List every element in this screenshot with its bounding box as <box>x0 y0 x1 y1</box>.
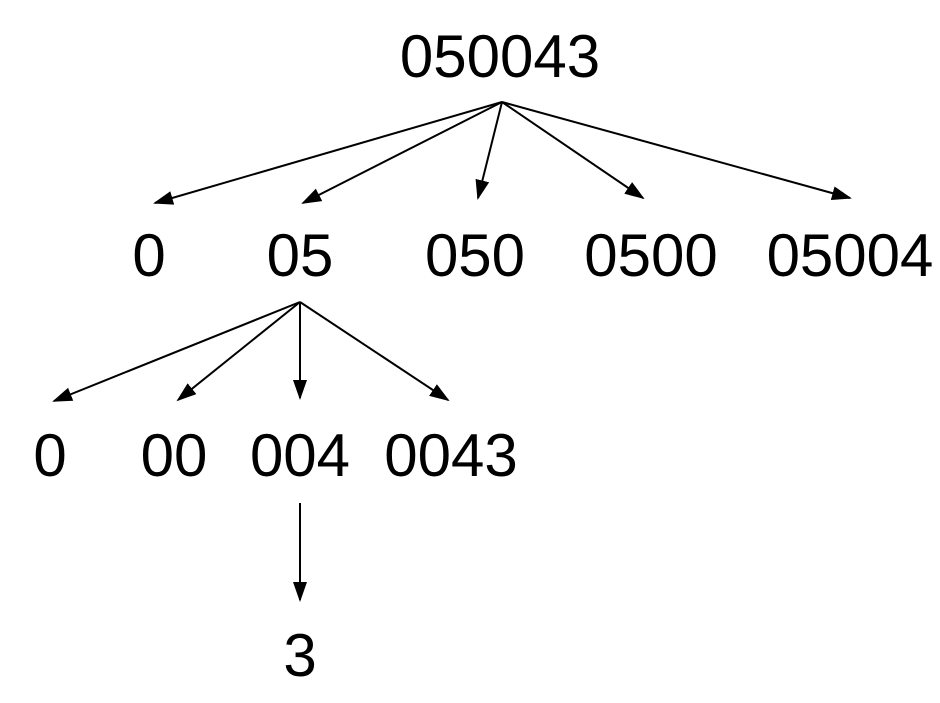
edge-05-to-0043 <box>299 301 450 402</box>
edge-05-to-0 <box>52 301 301 402</box>
node-root: 050043 <box>400 23 600 90</box>
node-level1-05004: 05004 <box>767 222 934 289</box>
edge-05-to-00 <box>176 301 301 402</box>
edge-root-to-05 <box>301 101 503 204</box>
edge-root-to-0500 <box>501 101 645 200</box>
edge-root-to-0 <box>153 101 503 205</box>
node-level2-00: 00 <box>141 422 208 489</box>
node-level2-0043: 0043 <box>384 422 517 489</box>
node-level3-3: 3 <box>283 622 316 689</box>
node-level2-004: 004 <box>250 422 350 489</box>
edge-root-to-050 <box>475 101 503 200</box>
node-level1-0500: 0500 <box>584 222 717 289</box>
node-level1-05: 05 <box>267 222 334 289</box>
node-level1-0: 0 <box>132 222 165 289</box>
node-level2-0: 0 <box>33 422 66 489</box>
node-level1-050: 050 <box>425 222 525 289</box>
edge-root-to-05004 <box>501 101 852 200</box>
